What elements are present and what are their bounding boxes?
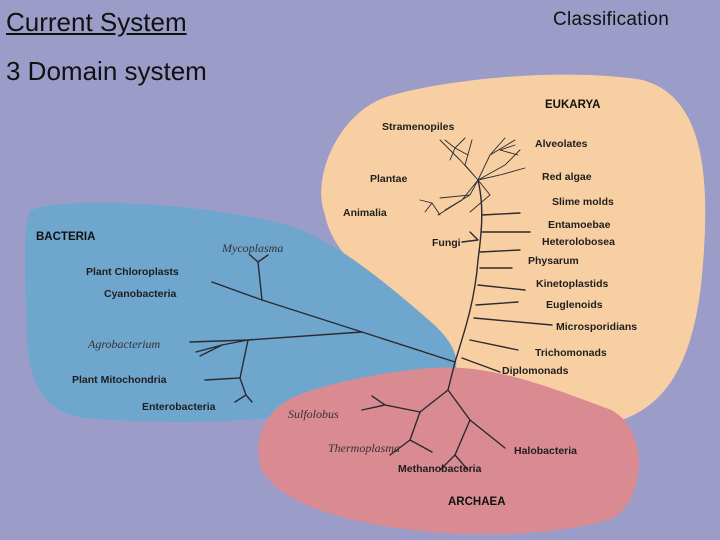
group-label: Fungi [432, 237, 461, 249]
group-label: Slime molds [552, 196, 614, 208]
group-label: Thermoplasma [328, 441, 400, 455]
slide-title: Current System [6, 7, 187, 37]
group-label: Mycoplasma [221, 241, 283, 255]
tree-branches [189, 137, 553, 471]
eukarya-group-labels: Stramenopiles Alveolates Plantae Red alg… [343, 121, 637, 377]
group-label: Physarum [528, 255, 579, 267]
group-label: Stramenopiles [382, 121, 455, 133]
domain-label-bacteria: BACTERIA [36, 231, 95, 243]
group-label: Plantae [370, 173, 408, 185]
group-label: Methanobacteria [398, 463, 482, 475]
group-label: Enterobacteria [142, 401, 216, 413]
group-label: Kinetoplastids [536, 278, 609, 290]
group-label: Red algae [542, 171, 592, 183]
domain-label-eukarya: EUKARYA [545, 99, 600, 111]
archaea-group-labels: Sulfolobus Thermoplasma Halobacteria Met… [288, 407, 577, 475]
archaea-region [258, 367, 639, 535]
group-label: Microsporidians [556, 321, 637, 333]
group-label: Cyanobacteria [104, 288, 177, 300]
domain-label-archaea: ARCHAEA [448, 496, 506, 508]
group-label: Agrobacterium [87, 337, 161, 351]
group-label: Sulfolobus [288, 407, 339, 421]
group-label: Plant Mitochondria [72, 374, 167, 386]
group-label: Entamoebae [548, 219, 611, 231]
group-label: Plant Chloroplasts [86, 266, 179, 278]
group-label: Diplomonads [502, 365, 569, 377]
group-label: Alveolates [535, 138, 588, 150]
slide-subtitle: 3 Domain system [6, 56, 207, 86]
group-label: Euglenoids [546, 299, 603, 311]
group-label: Trichomonads [535, 347, 607, 359]
classification-heading: Classification [553, 9, 670, 30]
group-label: Animalia [343, 207, 387, 219]
bacteria-group-labels: Mycoplasma Plant Chloroplasts Cyanobacte… [72, 241, 283, 413]
group-label: Halobacteria [514, 445, 577, 457]
group-label: Heterolobosea [542, 236, 615, 248]
